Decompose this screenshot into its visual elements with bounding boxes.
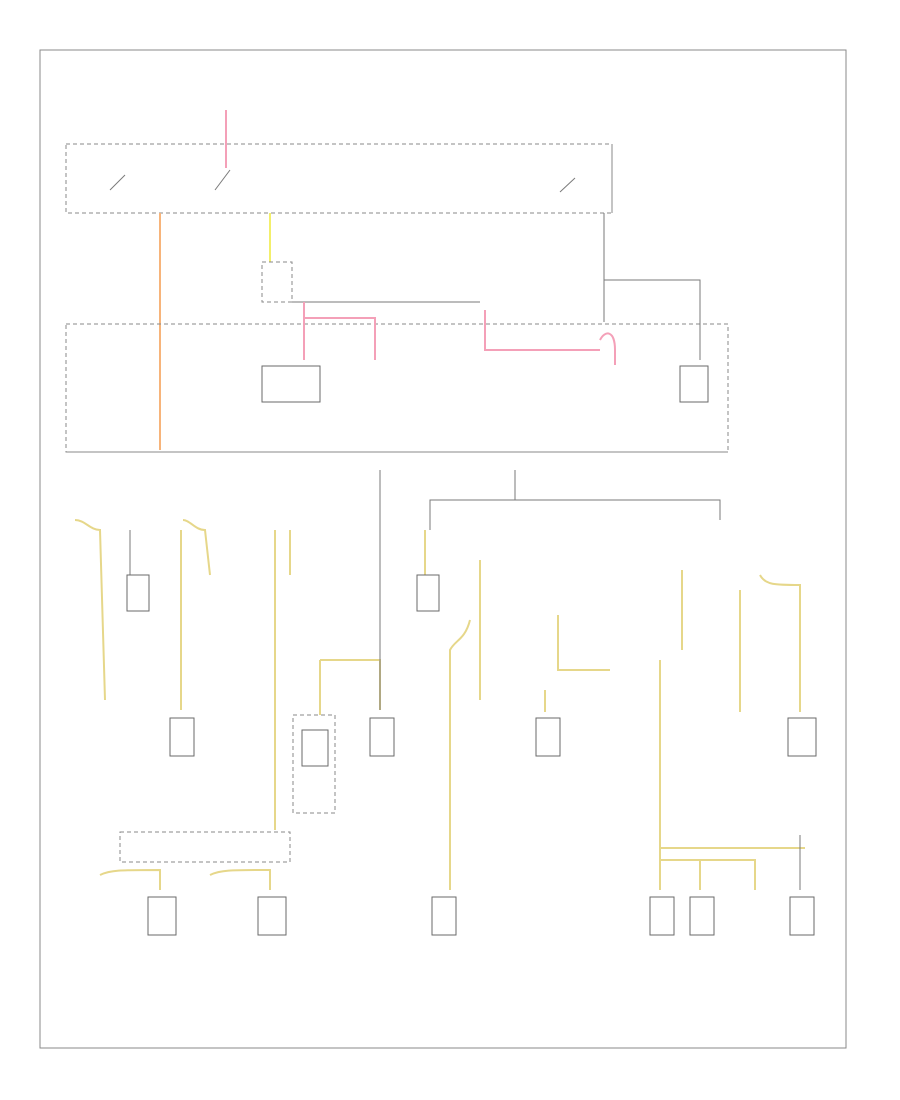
component-module-1: [261, 365, 321, 403]
component-module-2: [679, 365, 709, 403]
gray-branch-wires: [129, 470, 801, 890]
component-module-7: [369, 717, 395, 757]
yellow-branch-wires: [74, 519, 805, 890]
component-module-8: [535, 717, 561, 757]
relay-pink-wiring: [303, 302, 376, 360]
component-module-3: [126, 574, 150, 612]
component-module-4: [416, 574, 440, 612]
diagram-border: [39, 49, 847, 1049]
component-module-15: [789, 896, 815, 936]
ignition-switch-contacts: [109, 169, 576, 193]
component-module-10: [147, 896, 177, 936]
distribution-box: [119, 831, 291, 863]
ignition-switch-box: [65, 143, 613, 214]
component-module-11: [257, 896, 287, 936]
fuse-block-box: [65, 323, 729, 453]
control-unit-box: [292, 714, 336, 814]
right-vertical-wire: [603, 262, 701, 360]
cross-pink-wiring: [484, 310, 616, 365]
component-module-14: [689, 896, 715, 936]
component-module-9: [787, 717, 817, 757]
component-module-12: [431, 896, 457, 936]
relay-box: [261, 261, 293, 303]
component-module-13: [649, 896, 675, 936]
component-module-6: [301, 729, 329, 767]
component-module-5: [169, 717, 195, 757]
